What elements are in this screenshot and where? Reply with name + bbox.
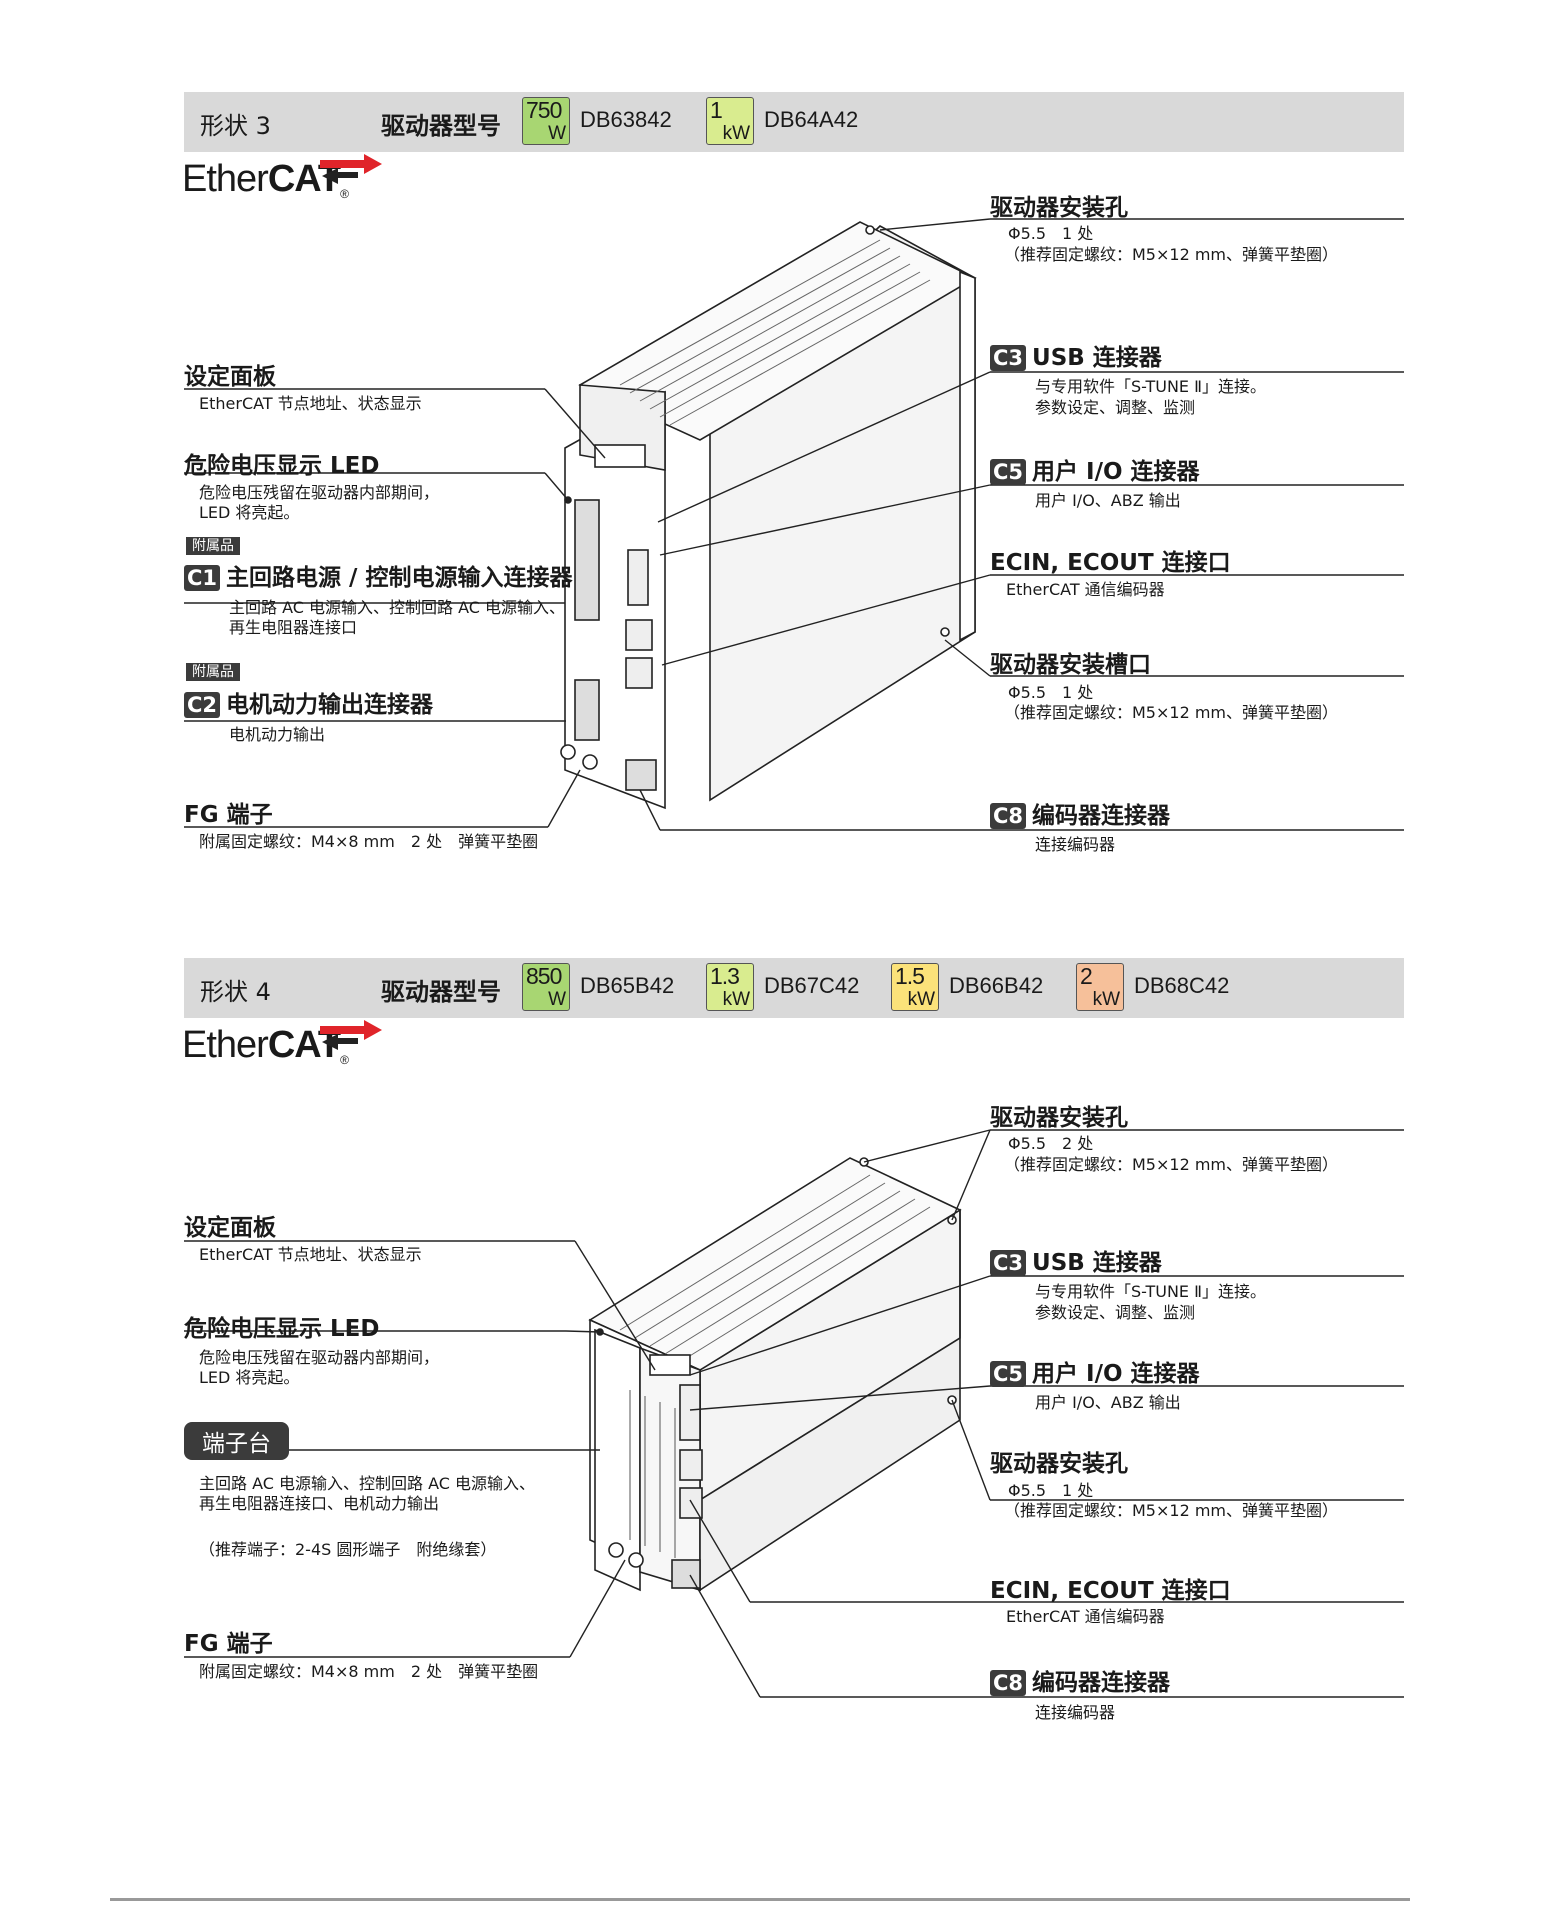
ethercat-arrow-icon-2	[320, 1020, 382, 1050]
shape4-led-title: 危险电压显示 LED	[184, 1316, 380, 1342]
shape3-model-label: 驱动器型号	[381, 112, 501, 140]
shape3-led-desc2: LED 将亮起。	[199, 503, 300, 522]
shape3-usb-desc2: 参数设定、调整、监测	[1035, 398, 1196, 417]
shape3-led-title: 危险电压显示 LED	[184, 453, 380, 479]
shape4-encoder-desc1: 连接编码器	[1035, 1703, 1116, 1722]
shape4-fg-title: FG 端子	[184, 1631, 273, 1657]
shape4-model-3: DB66B42	[949, 973, 1044, 998]
shape4-panel-desc1: EtherCAT 节点地址、状态显示	[199, 1245, 422, 1264]
shape4-model-label: 驱动器型号	[381, 978, 501, 1006]
shape4-terminal-desc1: 主回路 AC 电源输入、控制回路 AC 电源输入、	[199, 1474, 536, 1493]
ethercat-arrow-icon	[320, 154, 382, 184]
shape4-fg-desc1: 附属固定螺纹：M4×8 mm 2 处 弹簧平垫圈	[199, 1662, 539, 1681]
shape4-ecin-desc1: EtherCAT 通信编码器	[1006, 1607, 1165, 1626]
shape4-mount-hole-desc1: Φ5.5 2 处	[1008, 1134, 1094, 1153]
shape3-io-desc1: 用户 I/O、ABZ 输出	[1035, 491, 1181, 510]
shape3-c2-desc1: 电机动力输出	[229, 725, 326, 744]
ethercat-logo-2: EtherCAT®	[182, 1024, 349, 1067]
shape3-c1-desc2: 再生电阻器连接口	[229, 618, 358, 637]
shape4-label: 形状 4	[200, 978, 271, 1006]
shape3-mount-slot-desc1: Φ5.5 1 处	[1008, 683, 1094, 702]
shape3-drawing	[184, 218, 1404, 831]
shape3-ecin-desc1: EtherCAT 通信编码器	[1006, 580, 1165, 599]
shape3-c2-accessory-tag: 附属品	[186, 663, 240, 681]
shape4-usb-desc2: 参数设定、调整、监测	[1035, 1303, 1196, 1322]
shape4-terminal-tag: 端子台	[184, 1422, 289, 1460]
shape4-drawing	[184, 1129, 1404, 1698]
shape3-led-desc1: 危险电压残留在驱动器内部期间，	[199, 483, 440, 502]
footer-rule	[110, 1898, 1410, 1901]
shape3-label: 形状 3	[200, 112, 271, 140]
shape3-fg-title: FG 端子	[184, 802, 273, 828]
shape4-model-2: DB67C42	[764, 973, 860, 998]
shape4-panel-title: 设定面板	[184, 1215, 276, 1241]
shape3-c1-desc1: 主回路 AC 电源输入、控制回路 AC 电源输入、	[229, 598, 566, 617]
shape3-panel-desc1: EtherCAT 节点地址、状态显示	[199, 394, 422, 413]
shape3-usb-desc1: 与专用软件「S-TUNE Ⅱ」连接。	[1035, 377, 1266, 396]
shape3-fg-desc1: 附属固定螺纹：M4×8 mm 2 处 弹簧平垫圈	[199, 832, 539, 851]
ethercat-logo: EtherCAT®	[182, 158, 349, 201]
shape4-mount-hole-title: 驱动器安装孔	[990, 1105, 1128, 1131]
shape3-mount-slot-title: 驱动器安装槽口	[990, 652, 1151, 678]
shape3-model-1: DB63842	[580, 107, 672, 132]
shape4-model-4: DB68C42	[1134, 973, 1230, 998]
shape3-mount-hole-title: 驱动器安装孔	[990, 195, 1128, 221]
shape4-terminal-desc3: （推荐端子：2-4S 圆形端子 附绝缘套）	[199, 1540, 497, 1559]
shape3-ecin-title: ECIN, ECOUT 连接口	[990, 550, 1231, 576]
shape3-c1-accessory-tag: 附属品	[186, 537, 240, 555]
shape4-led-desc2: LED 将亮起。	[199, 1368, 300, 1387]
shape4-model-1: DB65B42	[580, 973, 675, 998]
shape4-mount-hole2-title: 驱动器安装孔	[990, 1451, 1128, 1477]
shape4-led-desc1: 危险电压残留在驱动器内部期间，	[199, 1348, 440, 1367]
shape4-io-desc1: 用户 I/O、ABZ 输出	[1035, 1393, 1181, 1412]
shape3-encoder-desc1: 连接编码器	[1035, 835, 1116, 854]
shape3-mount-hole-desc1: Φ5.5 1 处	[1008, 224, 1094, 243]
shape3-panel-title: 设定面板	[184, 364, 276, 390]
shape4-mount-hole-desc2: （推荐固定螺纹：M5×12 mm、弹簧平垫圈）	[1004, 1155, 1339, 1174]
shape3-mount-slot-desc2: （推荐固定螺纹：M5×12 mm、弹簧平垫圈）	[1004, 703, 1339, 722]
shape4-mount-hole2-desc2: （推荐固定螺纹：M5×12 mm、弹簧平垫圈）	[1004, 1501, 1339, 1520]
shape4-mount-hole2-desc1: Φ5.5 1 处	[1008, 1481, 1094, 1500]
shape3-mount-hole-desc2: （推荐固定螺纹：M5×12 mm、弹簧平垫圈）	[1004, 245, 1339, 264]
shape4-ecin-title: ECIN, ECOUT 连接口	[990, 1578, 1231, 1604]
shape3-model-2: DB64A42	[764, 107, 859, 132]
shape4-usb-desc1: 与专用软件「S-TUNE Ⅱ」连接。	[1035, 1282, 1266, 1301]
shape4-terminal-desc2: 再生电阻器连接口、电机动力输出	[199, 1494, 440, 1513]
